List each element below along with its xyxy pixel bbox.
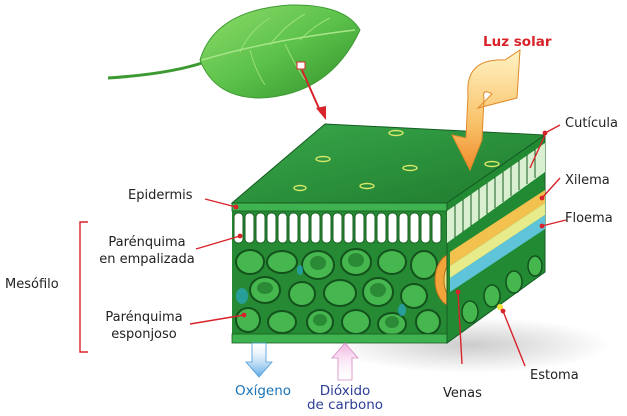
label-palisade-line1: Parénquima [96, 234, 198, 251]
label-mesofilo: Mesófilo [5, 276, 59, 293]
label-floema: Floema [565, 210, 613, 227]
label-co2-line2: de carbono [305, 398, 385, 412]
label-estoma: Estoma [530, 367, 579, 384]
label-oxigeno: Oxígeno [230, 383, 296, 400]
oxygen-arrow [246, 343, 272, 377]
mesophyll-bracket [80, 222, 88, 352]
label-venas: Venas [443, 385, 482, 402]
label-dioxido-de-carbono: Dióxido de carbono [305, 384, 385, 412]
label-palisade-line2: en empalizada [96, 251, 198, 268]
leaf-sample-marker [297, 62, 305, 69]
label-co2-line1: Dióxido [305, 384, 385, 398]
label-xilema: Xilema [565, 172, 610, 189]
label-parenquima-esponjoso: Parénquima esponjoso [100, 309, 188, 343]
label-epidermis: Epidermis [128, 187, 193, 204]
leaf-illustration [108, 5, 360, 98]
label-luz-solar: Luz solar [483, 34, 551, 51]
block-front-face [232, 203, 469, 343]
label-spongy-line1: Parénquima [100, 309, 188, 326]
label-parenquima-empalizada: Parénquima en empalizada [96, 234, 198, 268]
label-cuticula: Cutícula [565, 115, 618, 132]
label-spongy-line2: esponjoso [100, 326, 188, 343]
